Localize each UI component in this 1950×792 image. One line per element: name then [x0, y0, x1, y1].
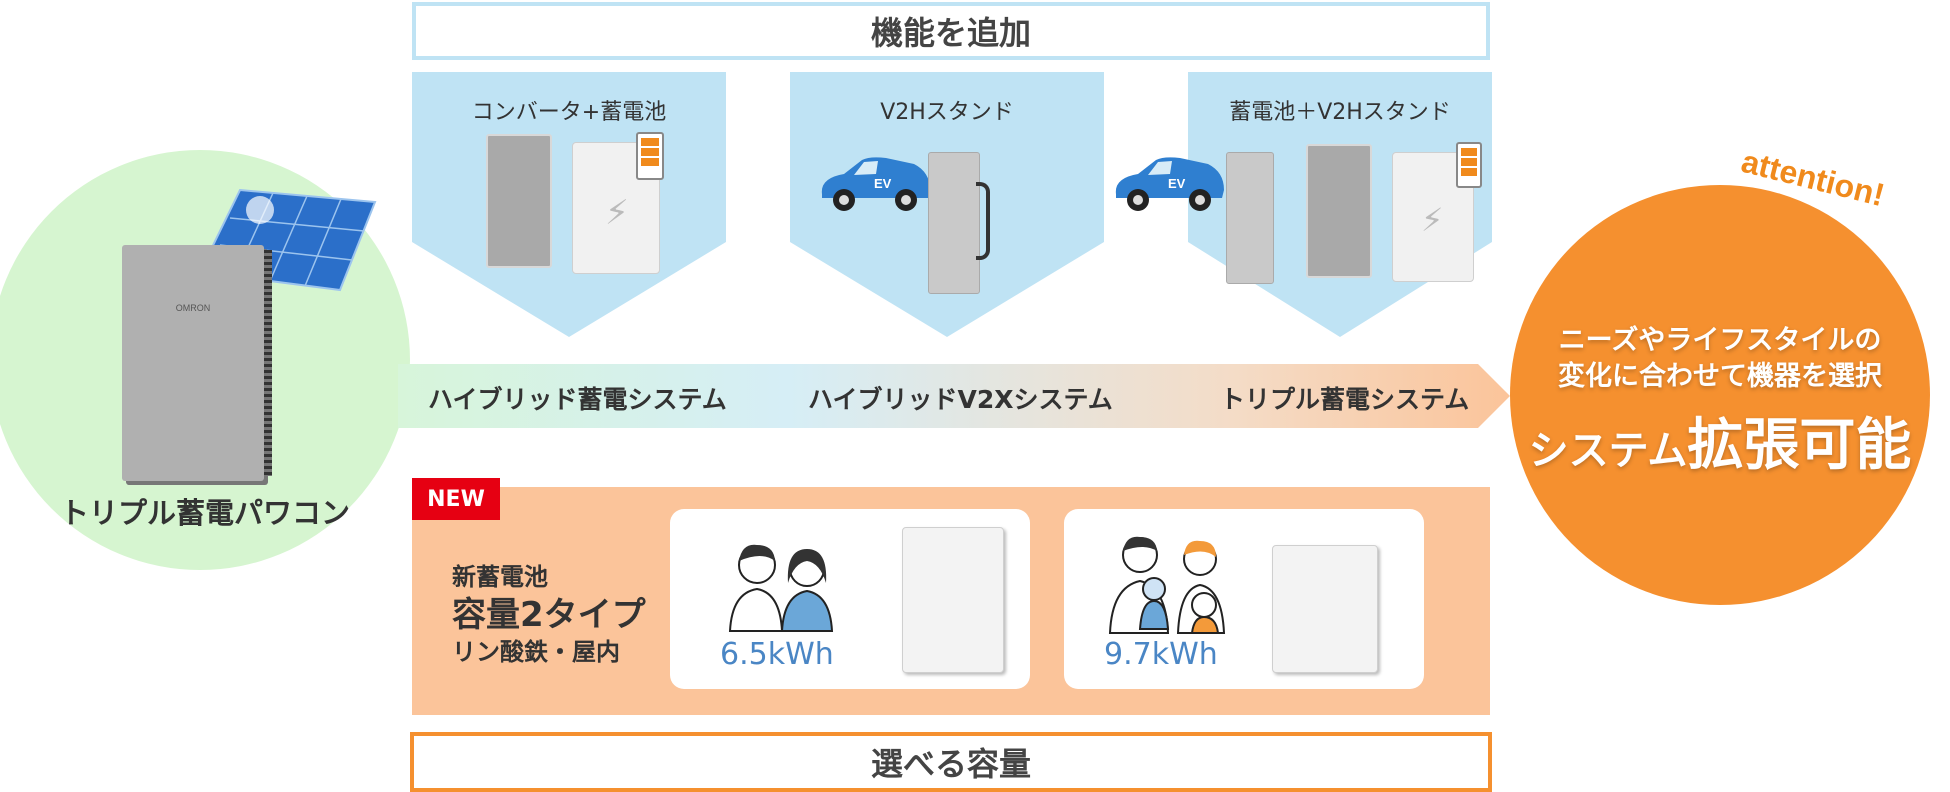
option-title: V2Hスタンド	[880, 100, 1014, 125]
option-title: コンバータ+蓄電池	[471, 100, 667, 125]
couple-illustration-icon	[728, 544, 834, 632]
option-v2h-stand[interactable]: V2Hスタンド EV	[790, 72, 1104, 337]
capacity-value: 6.5kWh	[720, 637, 834, 672]
capacity-card-6-5[interactable]: 6.5kWh	[670, 509, 1030, 689]
power-conditioner-label: トリプル蓄電パワコン	[59, 496, 350, 530]
converter-unit-image	[486, 134, 552, 268]
capacity-card-9-7[interactable]: 9.7kWh	[1064, 509, 1424, 689]
ev-car-icon: EV	[821, 157, 930, 211]
battery-unit-image: ⚡	[1392, 152, 1474, 282]
capacity-types-heading: 容量2タイプ	[452, 595, 646, 635]
headline-part1: システム	[1528, 428, 1688, 474]
battery-6-5-image	[902, 527, 1004, 673]
power-conditioner-image: OMRON	[122, 245, 264, 481]
system-label-triple-storage: トリプル蓄電システム	[1220, 385, 1470, 414]
ev-label: EV	[1168, 176, 1186, 191]
system-label-hybrid-storage: ハイブリッド蓄電システム	[428, 385, 727, 414]
needs-text-line2: 変化に合わせて機器を選択	[1558, 361, 1882, 392]
system-label-hybrid-v2x: ハイブリッドV2Xシステム	[808, 385, 1113, 414]
lightning-icon: ⚡	[1421, 201, 1444, 239]
add-function-banner: 機能を追加	[412, 2, 1490, 60]
brand-label: OMRON	[175, 303, 211, 313]
system-expansion-headline: システム拡張可能	[1510, 400, 1930, 481]
v2h-stand-image	[928, 152, 980, 294]
capacity-value: 9.7kWh	[1104, 637, 1218, 672]
option-converter-battery[interactable]: コンバータ+蓄電池 ⚡	[412, 72, 726, 337]
option-title: 蓄電池＋V2Hスタンド	[1229, 100, 1451, 125]
system-evolution-arrow	[398, 364, 1510, 428]
converter-unit-image	[1306, 144, 1372, 278]
battery-level-icon	[1456, 142, 1482, 188]
battery-spec-label: リン酸鉄・屋内	[452, 638, 620, 666]
new-battery-line1: 新蓄電池	[452, 563, 548, 591]
battery-9-7-image	[1272, 545, 1378, 673]
needs-text-line1: ニーズやライフスタイルの	[1558, 325, 1882, 356]
system-expansion-circle	[1510, 185, 1930, 605]
ev-label: EV	[874, 176, 892, 191]
heat-sink-image	[264, 250, 272, 476]
lightning-icon: ⚡	[605, 193, 629, 233]
family-illustration-icon	[1108, 536, 1226, 634]
headline-part2: 拡張可能	[1687, 413, 1912, 478]
option-battery-v2h[interactable]: 蓄電池＋V2Hスタンド EV ⚡	[1115, 72, 1492, 337]
charging-cable-image	[976, 182, 990, 260]
new-badge: NEW	[412, 478, 500, 520]
v2h-stand-image	[1226, 152, 1274, 284]
battery-level-icon	[636, 132, 664, 180]
ev-car-icon: EV	[1115, 157, 1224, 211]
selectable-capacity-banner: 選べる容量	[410, 732, 1492, 792]
